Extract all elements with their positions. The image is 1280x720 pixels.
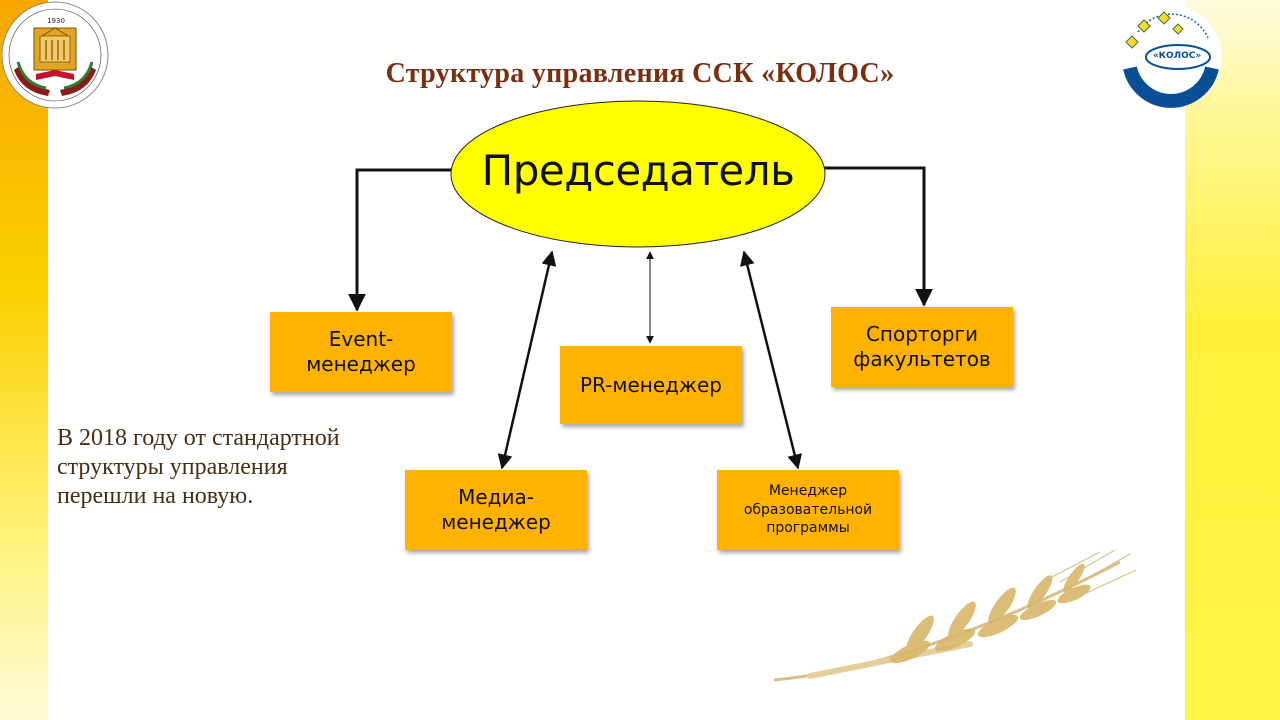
- university-crest-logo: [1, 1, 109, 109]
- connector-chair-event: [348, 168, 454, 312]
- chairman-label: Председатель: [481, 145, 795, 195]
- page-title: Структура управления ССК «КОЛОС»: [385, 58, 895, 89]
- note-text: В 2018 году от стандартной структуры упр…: [57, 425, 340, 509]
- wheat-ear-decoration: [773, 549, 1137, 682]
- crest-year-label: 1930: [47, 17, 65, 25]
- kolos-logo-label: «КОЛОС»: [1152, 51, 1202, 61]
- left-gradient-bar: [0, 0, 48, 720]
- role-label-sport: Спорторги факультетов: [853, 322, 991, 371]
- role-box-sport-organizers: Спорторги факультетов: [831, 307, 1013, 387]
- connector-chair-edu: [739, 250, 803, 470]
- role-label-pr: PR-менеджер: [580, 372, 722, 397]
- connector-chair-sport: [822, 166, 933, 307]
- role-label-event: Event- менеджер: [306, 327, 416, 376]
- role-label-edu: Менеджер образовательной программы: [743, 482, 873, 537]
- kolos-club-logo: [1118, 5, 1222, 109]
- role-label-media: Медиа-менеджер: [441, 485, 551, 534]
- role-box-event-manager: Event- менеджер: [270, 312, 452, 392]
- role-box-media-manager: Медиа-менеджер: [405, 470, 587, 550]
- role-box-pr-manager: PR-менеджер: [560, 346, 742, 424]
- connector-chair-media: [497, 250, 557, 470]
- role-box-education-manager: Менеджер образовательной программы: [717, 470, 899, 550]
- chairman-ellipse: [450, 100, 826, 248]
- right-gradient-bar: [1185, 0, 1280, 720]
